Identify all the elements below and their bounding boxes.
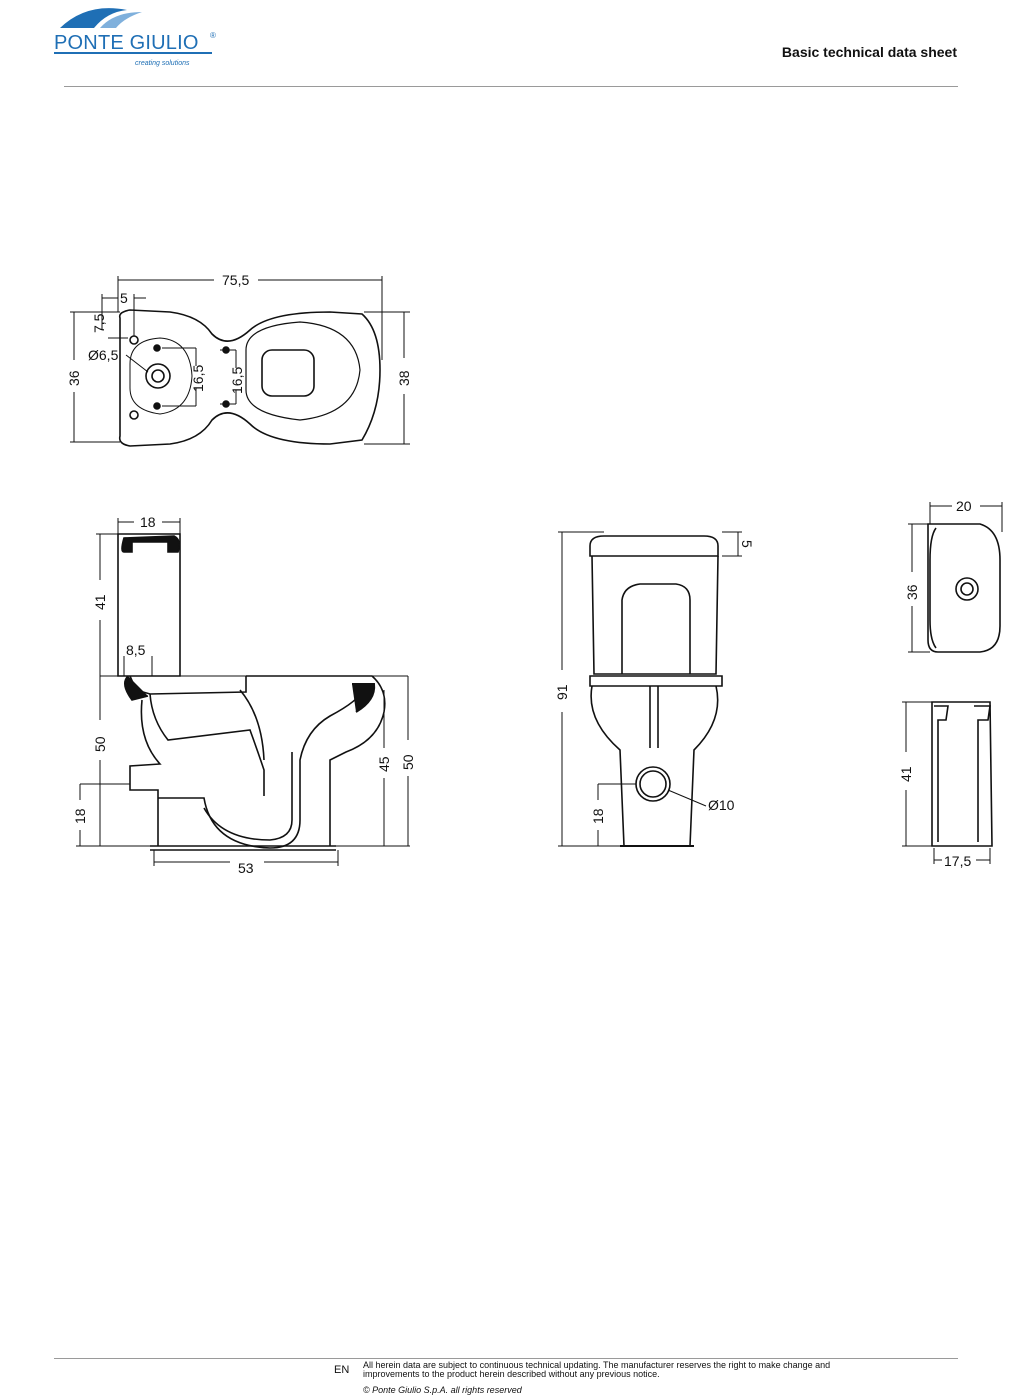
dim-length: 75,5 — [222, 272, 249, 288]
brand-logo — [52, 4, 222, 72]
dim-total-height: 50 — [400, 754, 416, 770]
brand-reg-mark: ® — [210, 31, 216, 40]
front-view-outline — [589, 535, 723, 847]
brand-name: PONTE GIULIO — [54, 32, 199, 54]
dim-tank-height: 41 — [92, 594, 108, 610]
dim-bolt-spacing-a: 16,5 — [190, 365, 206, 392]
footer-copyright: © Ponte Giulio S.p.A. all rights reserve… — [363, 1385, 522, 1395]
dim-width-left: 36 — [66, 370, 82, 386]
dim-hole-diameter: Ø6,5 — [88, 347, 119, 363]
tank-side-dimension-lines — [902, 701, 991, 864]
footer-disclaimer-line1: All herein data are subject to continuou… — [363, 1360, 831, 1370]
brand-tagline: creating solutions — [135, 60, 190, 67]
page-title: Basic technical data sheet — [781, 44, 957, 60]
tank-top-dimension-lines — [908, 502, 1003, 653]
dim-edge: 7,5 — [91, 313, 107, 333]
front-view-dimension-lines — [558, 531, 742, 847]
dim-front-total-height: 91 — [554, 684, 570, 700]
logo-arc-icon — [54, 8, 212, 54]
dim-bowl-height: 50 — [92, 736, 108, 752]
dim-offset: 5 — [120, 290, 128, 306]
dim-outlet-height: 18 — [72, 808, 88, 824]
footer-disclaimer-line2: improvements to the product herein descr… — [363, 1369, 660, 1379]
top-view-outline — [118, 309, 381, 447]
tank-top-outline — [927, 523, 1001, 653]
tank-view-labels: 20 36 41 17,5 — [898, 498, 972, 869]
dim-tank-top-width: 36 — [904, 584, 920, 600]
dim-tank-side-depth: 17,5 — [944, 853, 971, 869]
tank-side-outline — [931, 701, 993, 847]
dim-tank-depth: 18 — [140, 514, 156, 530]
footer-language: EN — [334, 1364, 350, 1376]
side-view-dimension-lines — [76, 518, 410, 866]
dim-outlet-diameter: Ø10 — [708, 797, 735, 813]
dim-front-outlet-height: 18 — [590, 808, 606, 824]
footer-divider — [54, 1358, 958, 1359]
dim-tank-top-depth: 20 — [956, 498, 972, 514]
side-view-outline — [117, 533, 386, 851]
dim-seat-height: 45 — [376, 756, 392, 772]
footer-disclaimer: All herein data are subject to continuou… — [363, 1361, 923, 1379]
dim-lid: 5 — [739, 540, 755, 548]
header-divider — [64, 86, 958, 87]
dim-bolt-spacing-b: 16,5 — [229, 367, 245, 394]
top-view-labels: 75,5 5 7,5 Ø6,5 16,5 16,5 36 38 — [66, 272, 412, 394]
front-view-labels: 5 91 18 Ø10 — [554, 540, 755, 824]
dim-tank-offset: 8,5 — [126, 642, 146, 658]
dim-width-right: 38 — [396, 370, 412, 386]
side-view-labels: 18 41 8,5 50 18 53 45 50 — [72, 514, 416, 876]
dim-tank-side-height: 41 — [898, 766, 914, 782]
dim-base-length: 53 — [238, 860, 254, 876]
top-view-dimension-lines — [70, 276, 410, 445]
